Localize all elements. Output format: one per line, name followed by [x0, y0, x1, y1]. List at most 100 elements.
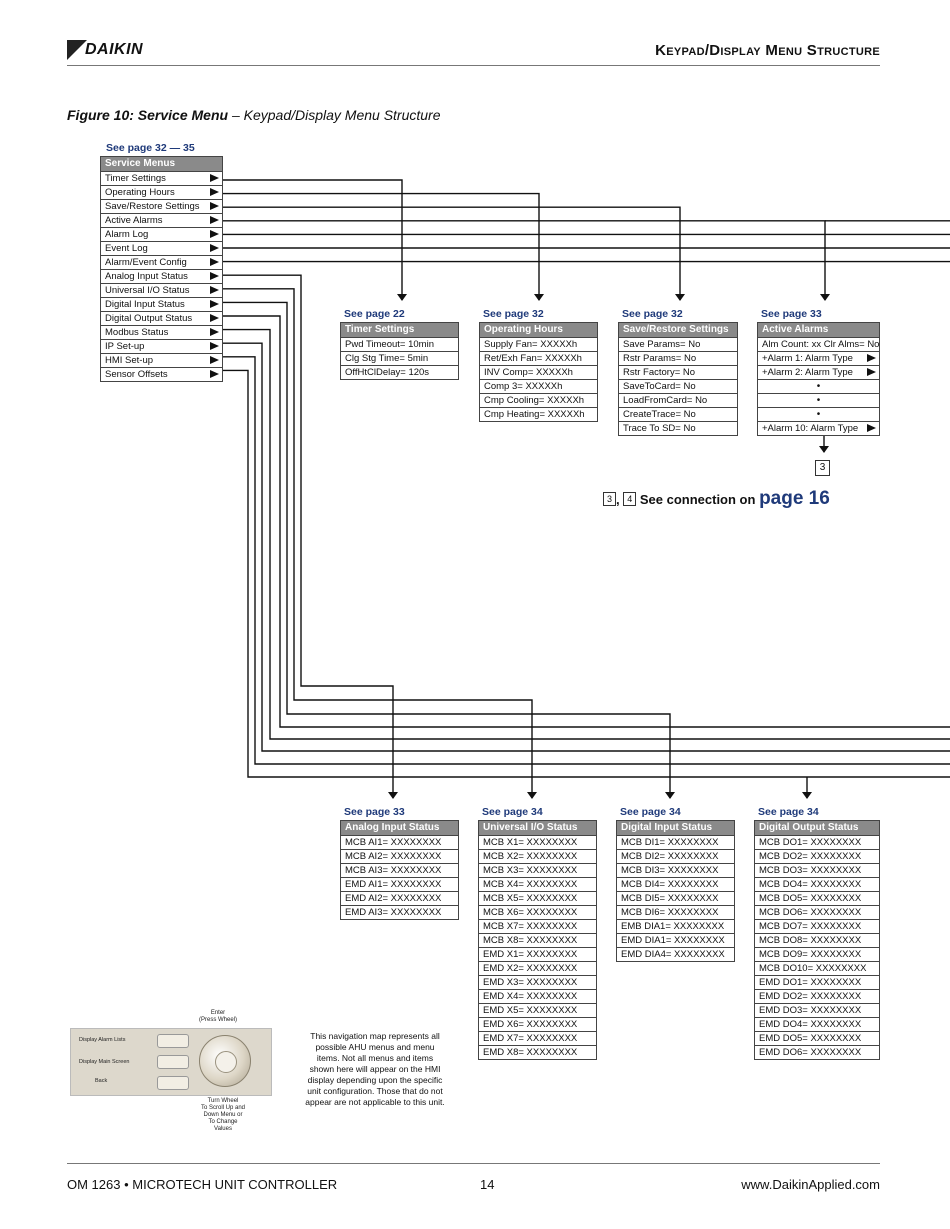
menu-item[interactable]: EMD X6= XXXXXXXX [479, 1018, 596, 1032]
menu-item[interactable]: MCB DI5= XXXXXXXX [617, 892, 734, 906]
menu-item[interactable]: MCB DO10= XXXXXXXX [755, 962, 879, 976]
menu-item[interactable]: EMD DIA4= XXXXXXXX [617, 948, 734, 961]
menu-item[interactable]: MCB AI3= XXXXXXXX [341, 864, 458, 878]
menu-item[interactable]: INV Comp= XXXXXh [480, 366, 597, 380]
menu-item[interactable]: MCB DO6= XXXXXXXX [755, 906, 879, 920]
service-menu-item-digital-input-status[interactable]: Digital Input Status [101, 298, 222, 312]
service-menu-item-digital-output-status[interactable]: Digital Output Status [101, 312, 222, 326]
menu-item[interactable]: MCB X6= XXXXXXXX [479, 906, 596, 920]
menu-item[interactable]: EMD X1= XXXXXXXX [479, 948, 596, 962]
menu-item[interactable]: MCB X4= XXXXXXXX [479, 878, 596, 892]
connector-save-restore [222, 206, 681, 300]
menu-item[interactable]: EMD DIA1= XXXXXXXX [617, 934, 734, 948]
menu-item[interactable]: EMD DO4= XXXXXXXX [755, 1018, 879, 1032]
menu-item[interactable]: MCB DO2= XXXXXXXX [755, 850, 879, 864]
navigation-wheel[interactable] [199, 1035, 251, 1087]
menu-item[interactable]: Trace To SD= No [619, 422, 737, 435]
menu-item[interactable]: EMD DO2= XXXXXXXX [755, 990, 879, 1004]
menu-item[interactable]: Clg Stg Time= 5min [341, 352, 458, 366]
menu-item[interactable]: MCB DO3= XXXXXXXX [755, 864, 879, 878]
service-menu-item-alarm-event-config[interactable]: Alarm/Event Config [101, 256, 222, 270]
menu-item[interactable]: EMD X7= XXXXXXXX [479, 1032, 596, 1046]
menu-item-text: EMD DO4= XXXXXXXX [759, 1019, 862, 1030]
menu-item[interactable]: Cmp Cooling= XXXXXh [480, 394, 597, 408]
footer-website[interactable]: www.DaikinApplied.com [741, 1177, 880, 1192]
service-menu-item-hmi-set-up[interactable]: HMI Set-up [101, 354, 222, 368]
menu-item[interactable]: EMD AI1= XXXXXXXX [341, 878, 458, 892]
service-menu-item-alarm-log[interactable]: Alarm Log [101, 228, 222, 242]
service-menu-item-save-restore-settings[interactable]: Save/Restore Settings [101, 200, 222, 214]
menu-item[interactable]: +Alarm 1: Alarm Type [758, 352, 879, 366]
menu-item[interactable]: EMD X3= XXXXXXXX [479, 976, 596, 990]
menu-item[interactable]: MCB AI2= XXXXXXXX [341, 850, 458, 864]
alarm-lists-button[interactable] [157, 1034, 189, 1048]
connection-note-page-link[interactable]: page 16 [759, 488, 830, 509]
menu-item-text: MCB DO2= XXXXXXXX [759, 851, 862, 862]
menu-item[interactable]: MCB AI1= XXXXXXXX [341, 836, 458, 850]
menu-item[interactable]: EMD X4= XXXXXXXX [479, 990, 596, 1004]
back-button[interactable] [157, 1076, 189, 1090]
menu-item[interactable]: +Alarm 2: Alarm Type [758, 366, 879, 380]
menu-item[interactable]: EMD X2= XXXXXXXX [479, 962, 596, 976]
menu-item[interactable]: MCB DI6= XXXXXXXX [617, 906, 734, 920]
menu-item[interactable]: Pwd Timeout= 10min [341, 338, 458, 352]
menu-item[interactable]: Rstr Factory= No [619, 366, 737, 380]
menu-item[interactable]: EMD X8= XXXXXXXX [479, 1046, 596, 1059]
menu-item[interactable]: SaveToCard= No [619, 380, 737, 394]
menu-item[interactable]: MCB DO1= XXXXXXXX [755, 836, 879, 850]
menu-item[interactable]: Comp 3= XXXXXh [480, 380, 597, 394]
main-screen-button[interactable] [157, 1055, 189, 1069]
navigation-map-note: This navigation map represents all possi… [305, 1031, 445, 1107]
submenu-arrow-icon [210, 286, 219, 294]
menu-item[interactable]: MCB X1= XXXXXXXX [479, 836, 596, 850]
menu-item[interactable]: Save Params= No [619, 338, 737, 352]
menu-item[interactable]: MCB DI2= XXXXXXXX [617, 850, 734, 864]
menu-item[interactable]: MCB DO8= XXXXXXXX [755, 934, 879, 948]
menu-item-text: Pwd Timeout= 10min [345, 339, 434, 350]
menu-item[interactable]: MCB X7= XXXXXXXX [479, 920, 596, 934]
menu-item[interactable]: EMD AI3= XXXXXXXX [341, 906, 458, 919]
menu-item[interactable]: Cmp Heating= XXXXXh [480, 408, 597, 421]
service-menu-item-analog-input-status[interactable]: Analog Input Status [101, 270, 222, 284]
menu-item[interactable]: CreateTrace= No [619, 408, 737, 422]
menu-item[interactable]: MCB DO9= XXXXXXXX [755, 948, 879, 962]
menu-item[interactable]: +Alarm 10: Alarm Type [758, 422, 879, 435]
menu-item[interactable]: MCB X2= XXXXXXXX [479, 850, 596, 864]
connector-badge-3: 3 [815, 460, 830, 476]
menu-item-text: Rstr Params= No [623, 353, 697, 364]
service-menu-item-event-log[interactable]: Event Log [101, 242, 222, 256]
service-menu-item-ip-set-up[interactable]: IP Set-up [101, 340, 222, 354]
menu-item[interactable]: EMB DIA1= XXXXXXXX [617, 920, 734, 934]
menu-item[interactable]: MCB DO5= XXXXXXXX [755, 892, 879, 906]
menu-item[interactable]: Rstr Params= No [619, 352, 737, 366]
menu-item[interactable]: EMD X5= XXXXXXXX [479, 1004, 596, 1018]
service-menu-item-active-alarms[interactable]: Active Alarms [101, 214, 222, 228]
menu-item[interactable]: MCB DO4= XXXXXXXX [755, 878, 879, 892]
menu-item[interactable]: LoadFromCard= No [619, 394, 737, 408]
service-menu-item-timer-settings[interactable]: Timer Settings [101, 172, 222, 186]
service-menu-item-operating-hours[interactable]: Operating Hours [101, 186, 222, 200]
menu-item[interactable]: Ret/Exh Fan= XXXXXh [480, 352, 597, 366]
menu-item[interactable]: EMD DO5= XXXXXXXX [755, 1032, 879, 1046]
menu-item[interactable]: Alm Count: xx Clr Alms= No [758, 338, 879, 352]
menu-item[interactable]: OffHtClDelay= 120s [341, 366, 458, 379]
menu-item[interactable]: EMD DO1= XXXXXXXX [755, 976, 879, 990]
menu-item-text: EMD X8= XXXXXXXX [483, 1047, 578, 1058]
menu-item[interactable]: EMD DO6= XXXXXXXX [755, 1046, 879, 1059]
menu-item[interactable]: MCB X8= XXXXXXXX [479, 934, 596, 948]
menu-item[interactable]: Supply Fan= XXXXXh [480, 338, 597, 352]
service-menu-item-universal-i-o-status[interactable]: Universal I/O Status [101, 284, 222, 298]
submenu-arrow-icon [210, 272, 219, 280]
menu-item[interactable]: MCB X5= XXXXXXXX [479, 892, 596, 906]
menu-item[interactable]: MCB DI4= XXXXXXXX [617, 878, 734, 892]
menu-item[interactable]: MCB X3= XXXXXXXX [479, 864, 596, 878]
menu-item-text: Rstr Factory= No [623, 367, 696, 378]
menu-item[interactable]: MCB DO7= XXXXXXXX [755, 920, 879, 934]
menu-item[interactable]: MCB DI1= XXXXXXXX [617, 836, 734, 850]
menu-item[interactable]: EMD DO3= XXXXXXXX [755, 1004, 879, 1018]
menu-item[interactable]: EMD AI2= XXXXXXXX [341, 892, 458, 906]
service-menu-item-sensor-offsets[interactable]: Sensor Offsets [101, 368, 222, 381]
menu-item[interactable]: MCB DI3= XXXXXXXX [617, 864, 734, 878]
service-menu-item-modbus-status[interactable]: Modbus Status [101, 326, 222, 340]
service-menu-title: Service Menus [101, 157, 222, 172]
